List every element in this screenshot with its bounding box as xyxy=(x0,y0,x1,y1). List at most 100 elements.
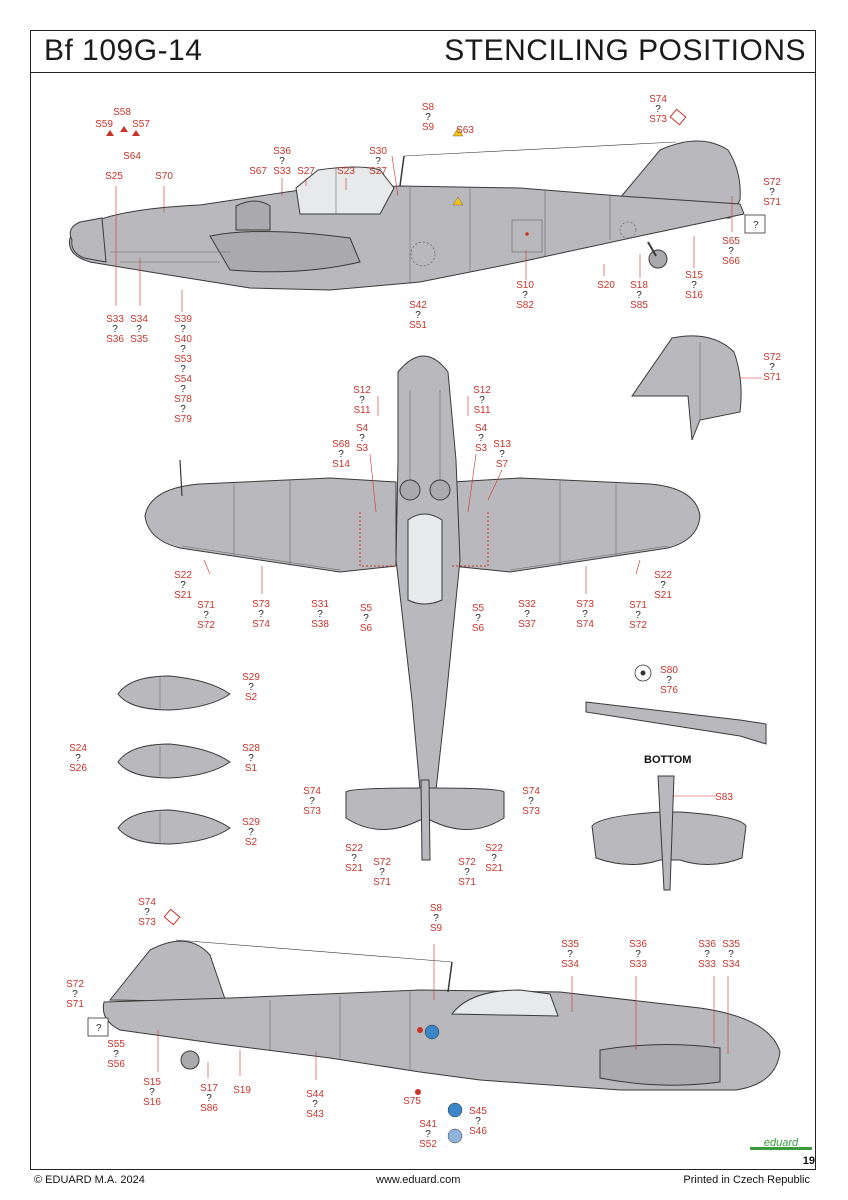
stencil-code: S20 xyxy=(597,280,615,291)
stencil-code: S33 xyxy=(273,166,291,177)
stencil-code: S24 xyxy=(69,743,87,754)
separator-mark: ? xyxy=(475,613,481,624)
stencil-code: S33 xyxy=(106,314,124,325)
detail-views-right xyxy=(585,664,767,891)
stencil-code: S51 xyxy=(409,320,427,331)
callout-s64: S64 xyxy=(118,152,146,162)
stencil-code: S42 xyxy=(409,300,427,311)
stencil-code: S13 xyxy=(493,439,511,450)
stencil-code: S6 xyxy=(359,623,373,634)
stencil-code: S21 xyxy=(174,590,192,601)
stencil-code: S34 xyxy=(561,959,579,970)
separator-mark: ? xyxy=(475,1116,481,1127)
separator-mark: ? xyxy=(113,1049,119,1060)
stencil-code: S21 xyxy=(654,590,672,601)
callout-s19: S19 xyxy=(228,1086,256,1096)
header-rule xyxy=(30,72,816,73)
callout-s32-37: S32?S37 xyxy=(513,600,541,630)
stencil-code: S72 xyxy=(763,352,781,363)
stencil-code: S7 xyxy=(495,459,509,470)
callout-s44-43: S44?S43 xyxy=(301,1090,329,1120)
separator-mark: ? xyxy=(136,324,142,335)
stencil-code: S18 xyxy=(630,280,648,291)
separator-mark: ? xyxy=(666,675,672,686)
callout-s5-6-l: S5?S6 xyxy=(352,604,380,634)
copyright-text: © EDUARD M.A. 2024 xyxy=(34,1174,145,1186)
callout-s74-73-bot: S74?S73 xyxy=(133,898,161,928)
callout-s71-72-r: S71?S72 xyxy=(624,601,652,631)
stencil-code: S78 xyxy=(174,394,192,405)
stencil-code: S9 xyxy=(429,923,443,934)
stencil-code: S67 xyxy=(249,166,267,177)
stencil-code: S63 xyxy=(456,125,474,136)
separator-mark: ? xyxy=(180,324,186,335)
callout-s58: S58 xyxy=(108,108,136,118)
stencil-code: S12 xyxy=(353,385,371,396)
separator-mark: ? xyxy=(478,433,484,444)
separator-mark: ? xyxy=(582,609,588,620)
callout-s74-73-stab-l: S74?S73 xyxy=(298,787,326,817)
callout-s36-33-top: S36?S33 xyxy=(268,147,296,177)
callout-s83: S83 xyxy=(710,793,738,803)
stencil-code: S72 xyxy=(629,620,647,631)
separator-mark: ? xyxy=(203,610,209,621)
stencil-code: S2 xyxy=(244,837,258,848)
callout-s8-top: S8?S9 xyxy=(414,103,442,133)
callout-s72-71-top: S72?S71 xyxy=(758,178,786,208)
stencil-code: S8 xyxy=(421,102,435,113)
separator-mark: ? xyxy=(660,580,666,591)
separator-mark: ? xyxy=(359,433,365,444)
stencil-code: S53 xyxy=(174,354,192,365)
callout-s65-66: S65?S66 xyxy=(717,237,745,267)
stencil-code: S19 xyxy=(233,1085,251,1096)
callout-s4-3-l: S4?S3 xyxy=(348,424,376,454)
stencil-code: S73 xyxy=(576,599,594,610)
callout-s68-14: S68?S14 xyxy=(327,440,355,470)
separator-mark: ? xyxy=(522,290,528,301)
plan-view-top xyxy=(144,355,701,861)
stencil-code: S41 xyxy=(419,1119,437,1130)
stencil-code: S72 xyxy=(66,979,84,990)
stencil-code: S72 xyxy=(373,857,391,868)
callout-s8-9-bot: S8?S9 xyxy=(422,904,450,934)
separator-mark: ? xyxy=(309,796,315,807)
stencil-code: S57 xyxy=(132,119,150,130)
stencil-code: S10 xyxy=(516,280,534,291)
stencil-code: S22 xyxy=(345,843,363,854)
stencil-code: S22 xyxy=(485,843,503,854)
callout-s57: S57 xyxy=(127,120,155,130)
callout-s22-21-r: S22?S21 xyxy=(649,571,677,601)
callout-s73-74-l: S73?S74 xyxy=(247,600,275,630)
separator-mark: ? xyxy=(655,104,661,115)
stencil-code: S76 xyxy=(660,685,678,696)
separator-mark: ? xyxy=(149,1087,155,1098)
stencil-code: S72 xyxy=(458,857,476,868)
separator-mark: ? xyxy=(499,449,505,460)
callout-s42-51: S42?S51 xyxy=(404,301,432,331)
page-title: STENCILING POSITIONS xyxy=(444,34,806,67)
callout-s17-86: S17?S86 xyxy=(195,1084,223,1114)
stencil-code: S36 xyxy=(629,939,647,950)
callout-s35-34-a: S35?S34 xyxy=(556,940,584,970)
side-view-starboard: ? xyxy=(87,908,781,1144)
callout-s70: S70 xyxy=(150,172,178,182)
stencil-code: S23 xyxy=(337,166,355,177)
callout-s20: S20 xyxy=(592,281,620,291)
separator-mark: ? xyxy=(180,344,186,355)
stencil-code: S80 xyxy=(660,665,678,676)
separator-mark: ? xyxy=(180,364,186,375)
callout-s4-3-r: S4?S3 xyxy=(467,424,495,454)
callout-s12-11-l: S12?S11 xyxy=(348,386,376,416)
stencil-code: S21 xyxy=(485,863,503,874)
callout-s30-27: S30?S27 xyxy=(364,147,392,177)
stencil-code: S21 xyxy=(345,863,363,874)
stencil-code: S28 xyxy=(242,743,260,754)
stencil-code: S35 xyxy=(561,939,579,950)
svg-text:?: ? xyxy=(96,1023,102,1034)
stencil-code: S64 xyxy=(123,151,141,162)
separator-mark: ? xyxy=(338,449,344,460)
stencil-code: S65 xyxy=(722,236,740,247)
stencil-code: S3 xyxy=(355,443,369,454)
stencil-code: S43 xyxy=(306,1109,324,1120)
callout-s15-16-top: S15?S16 xyxy=(680,271,708,301)
